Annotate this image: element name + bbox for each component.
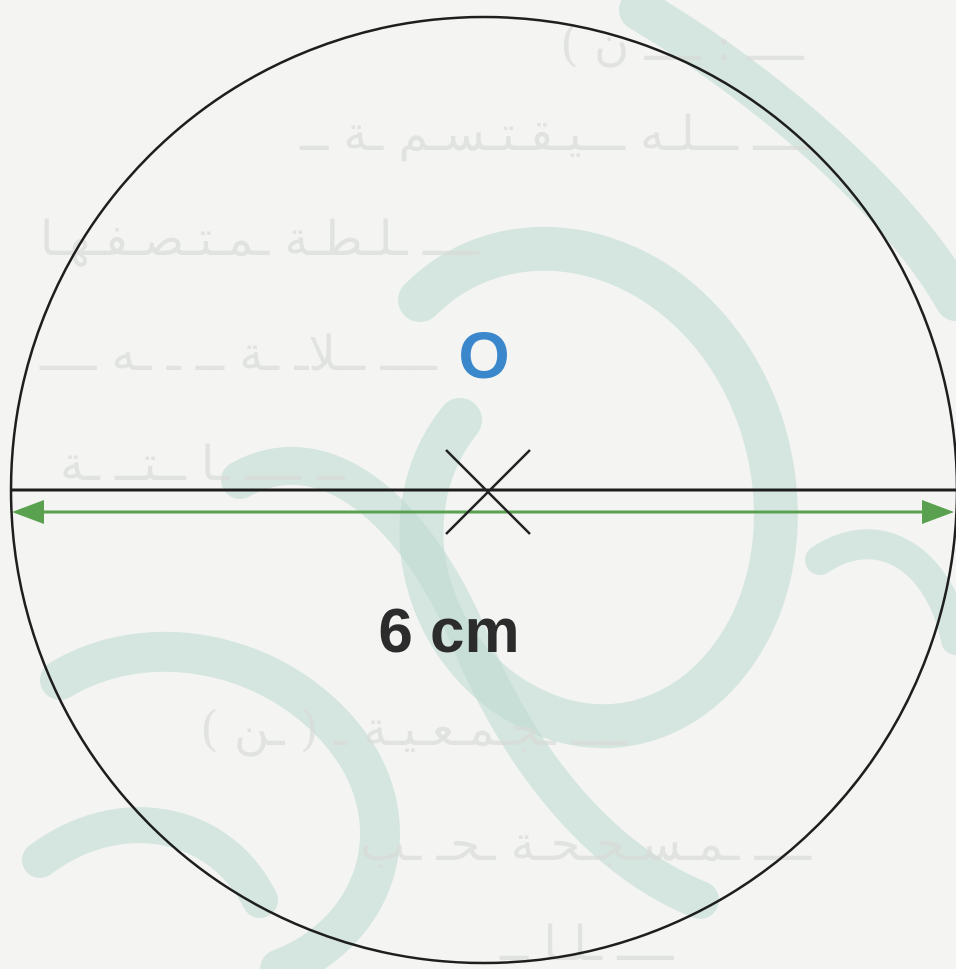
svg-text:ــــ ـجـمـعـيـة ـ ( ـن ): ــــ ـجـمـعـيـة ـ ( ـن ) xyxy=(200,701,628,757)
center-label: O xyxy=(458,318,509,392)
svg-text:ــــ ـــلـه ـــيـقـتـسـم ـة ــ: ــــ ـــلـه ـــيـقـتـسـم ـة ــ xyxy=(299,106,810,162)
arrowhead-left-icon xyxy=(12,500,44,524)
svg-text:ــــ ـلـطـة ـمـتـصـفـهـا: ــــ ـلـطـة ـمـتـصـفـهـا xyxy=(40,211,480,267)
background-watermark: ( ــــ : ــــ ن ــــ ـــلـه ـــيـقـتـسـم… xyxy=(22,0,956,969)
svg-text:( ــــ : ــــ ن: ( ــــ : ــــ ن xyxy=(560,16,805,72)
arrowhead-right-icon xyxy=(922,500,954,524)
svg-text:ــــ ـمـسـجـحـة ـحـ ـب: ــــ ـمـسـجـحـة ـحـ ـب xyxy=(360,816,812,872)
diameter-measure-label: 6 cm xyxy=(378,597,519,666)
measurement-arrow xyxy=(12,500,954,524)
center-cross-mark-icon xyxy=(445,449,531,535)
svg-text:ــــ ــلاـ ـة ــ ـ ـه ــــ: ــــ ــلاـ ـة ــ ـ ـه ــــ xyxy=(39,326,438,382)
svg-text:ــ ــــ ـا ــتــ ـة: ــ ــــ ـا ــتــ ـة xyxy=(60,436,346,492)
